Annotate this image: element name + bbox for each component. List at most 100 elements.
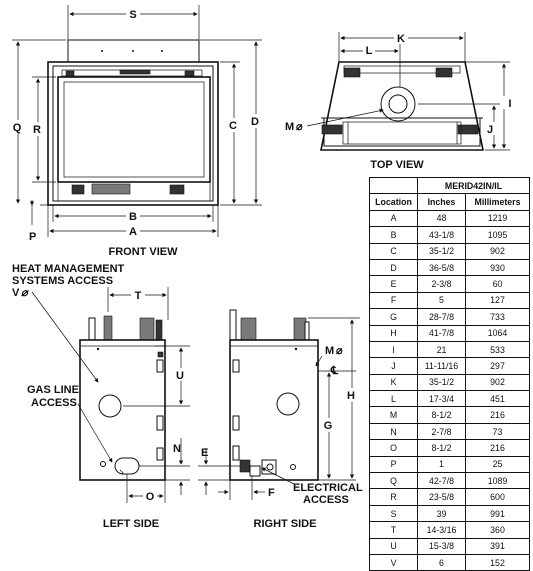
gas-callout-line2: ACCESS: [31, 397, 77, 409]
table-cell-millimeters: 60: [464, 275, 531, 293]
table-model-header: MERID42IN/IL: [416, 176, 531, 195]
left-side-caption: LEFT SIDE: [103, 518, 159, 530]
table-cell-location: F: [369, 291, 418, 310]
dim-label-s: S: [129, 9, 136, 21]
table-cell-inches: 2-7/8: [417, 422, 466, 441]
dim-label-r: R: [33, 124, 41, 136]
table-cell-location: J: [369, 357, 418, 375]
dim-label-u: U: [176, 370, 184, 382]
heat-callout-line2: SYSTEMS ACCESS: [12, 275, 113, 287]
dim-label-f: F: [268, 487, 275, 499]
table-cell-inches: 28-7/8: [417, 308, 466, 326]
table-cell-inches: 15-3/8: [417, 537, 466, 555]
dim-label-a: A: [129, 226, 137, 238]
right-vent-hole: [276, 392, 300, 416]
table-cell-millimeters: 152: [464, 553, 531, 571]
table-cell-location: A: [369, 209, 418, 228]
right-side-caption: RIGHT SIDE: [254, 518, 317, 530]
side-dim-label-m: M: [325, 345, 334, 357]
heat-callout-line3: V: [12, 287, 20, 299]
table-cell-inches: 42-7/8: [417, 472, 466, 490]
table-cell-millimeters: 902: [464, 373, 531, 392]
dim-label-q: Q: [13, 122, 22, 134]
table-cell-millimeters: 991: [464, 504, 531, 523]
table-cell-inches: 21: [417, 340, 466, 359]
top-dim-label-m: M: [285, 121, 294, 133]
table-cell-millimeters: 1089: [464, 472, 531, 490]
table-cell-location: O: [369, 439, 418, 457]
table-cell-inches: 11-11/16: [417, 357, 466, 375]
table-cell-millimeters: 73: [464, 422, 531, 441]
dim-label-n: N: [173, 443, 181, 455]
front-glass: [57, 76, 211, 183]
top-view: K L M ⌀ I J TOP VIEW: [285, 31, 514, 171]
table-cell-millimeters: 902: [464, 242, 531, 260]
table-cell-millimeters: 127: [464, 291, 531, 310]
right-side-view: M ⌀ ℄ G H E F ELECTRICAL ACCESS RIGHT SI…: [198, 309, 363, 530]
table-cell-location: U: [369, 537, 418, 555]
side-diameter-symbol: ⌀: [336, 345, 343, 357]
table-cell-millimeters: 216: [464, 406, 531, 424]
dim-label-c: C: [229, 120, 237, 132]
table-cell-inches: 1: [417, 455, 466, 474]
table-cell-inches: 41-7/8: [417, 324, 466, 342]
table-cell-inches: 14-3/16: [417, 521, 466, 539]
table-cell-millimeters: 533: [464, 340, 531, 359]
table-cell-millimeters: 600: [464, 488, 531, 506]
table-cell-inches: 5: [417, 291, 466, 310]
table-cell-millimeters: 25: [464, 455, 531, 474]
table-cell-location: L: [369, 390, 418, 408]
table-cell-inches: 36-5/8: [417, 258, 466, 277]
table-cell-location: N: [369, 422, 418, 441]
table-cell-inches: 8-1/2: [417, 406, 466, 424]
table-cell-millimeters: 360: [464, 521, 531, 539]
table-cell-location: S: [369, 504, 418, 523]
right-body: [229, 339, 319, 481]
table-cell-location: D: [369, 258, 418, 277]
table-cell-inches: 8-1/2: [417, 439, 466, 457]
table-cell-millimeters: 930: [464, 258, 531, 277]
top-vent-inner: [388, 94, 408, 114]
table-cell-inches: 43-1/8: [417, 226, 466, 244]
table-header-location: Location: [369, 193, 418, 211]
table-header-inches: Inches: [417, 193, 466, 211]
table-cell-millimeters: 1219: [464, 209, 531, 228]
top-view-caption: TOP VIEW: [370, 159, 424, 171]
table-cell-location: K: [369, 373, 418, 392]
elec-callout-line1: ELECTRICAL: [293, 482, 363, 494]
front-outer-frame: [47, 61, 219, 206]
dimensions-table: MERID42IN/IL Location Inches Millimeters…: [369, 176, 531, 571]
table-cell-millimeters: 391: [464, 537, 531, 555]
fireplace-dimension-drawing: S B A Q: [12, 5, 514, 530]
top-outline: [320, 61, 484, 151]
table-cell-location: R: [369, 488, 418, 506]
table-cell-millimeters: 1064: [464, 324, 531, 342]
table-cell-inches: 39: [417, 504, 466, 523]
elec-callout-line2: ACCESS: [303, 494, 349, 506]
left-body: [79, 339, 166, 481]
front-view-caption: FRONT VIEW: [108, 246, 178, 258]
table-cell-location: M: [369, 406, 418, 424]
table-cell-location: Q: [369, 472, 418, 490]
dim-label-h: H: [347, 390, 355, 402]
table-cell-inches: 35-1/2: [417, 373, 466, 392]
dim-label-k: K: [397, 33, 405, 45]
heat-diameter-symbol: ⌀: [21, 287, 29, 299]
table-cell-millimeters: 451: [464, 390, 531, 408]
table-cell-location: I: [369, 340, 418, 359]
dim-label-t: T: [135, 290, 142, 302]
